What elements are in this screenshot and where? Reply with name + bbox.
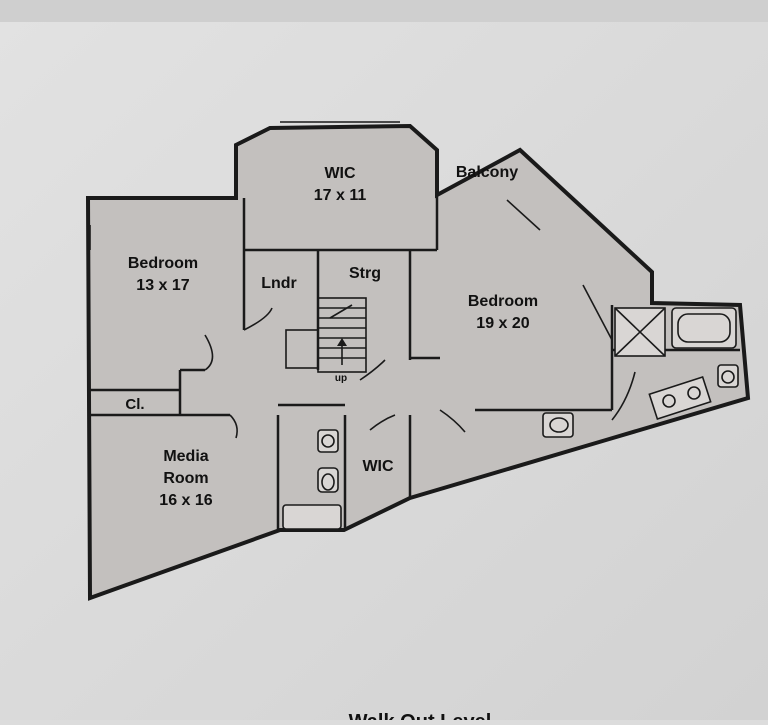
closet-name: Cl. bbox=[125, 396, 144, 413]
laundry-name: Lndr bbox=[261, 275, 297, 292]
staircase bbox=[285, 297, 367, 373]
wic-top-size: 17 x 11 bbox=[314, 187, 367, 204]
bath-fixtures bbox=[282, 307, 739, 530]
paper-top-edge bbox=[0, 0, 768, 22]
bedroom-right-size: 19 x 20 bbox=[476, 315, 529, 332]
media-name-2: Room bbox=[163, 470, 208, 487]
wic-bottom-name: WIC bbox=[362, 458, 394, 475]
stair-up-label: up bbox=[335, 373, 347, 384]
storage-name: Strg bbox=[349, 265, 381, 282]
room-labels: WIC 17 x 11 Balcony Bedroom 13 x 17 Lndr… bbox=[125, 164, 538, 509]
bedroom-right-name: Bedroom bbox=[468, 293, 538, 310]
plan-caption: Walk Out Level bbox=[349, 711, 492, 720]
exterior-wall bbox=[85, 123, 751, 601]
media-size: 16 x 16 bbox=[159, 492, 212, 509]
floor-area bbox=[88, 126, 748, 598]
bedroom-left-name: Bedroom bbox=[128, 255, 198, 272]
media-name: Media bbox=[163, 448, 208, 465]
wic-top-name: WIC bbox=[324, 165, 356, 182]
door-swings bbox=[204, 199, 636, 439]
bedroom-left-size: 13 x 17 bbox=[136, 277, 189, 294]
balcony-name: Balcony bbox=[456, 164, 518, 181]
